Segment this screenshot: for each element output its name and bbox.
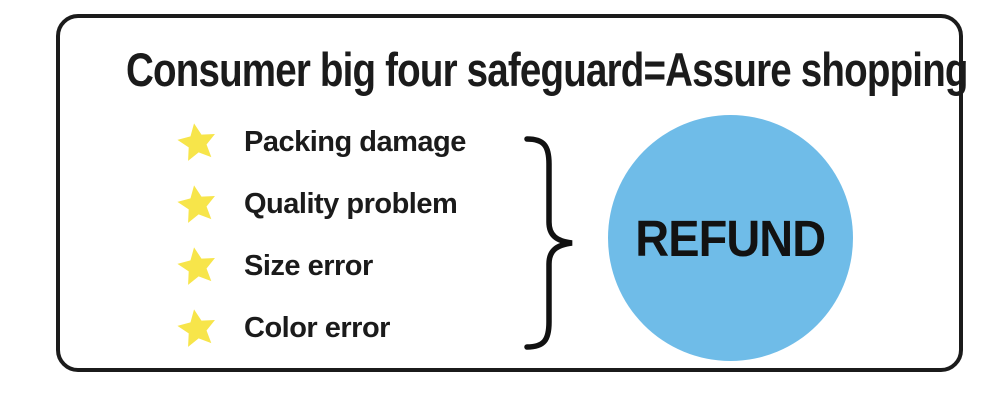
star-icon [176, 246, 218, 286]
benefit-label: Quality problem [244, 187, 458, 220]
benefit-list: Packing damage Quality problem Size erro… [176, 122, 536, 370]
curly-brace-icon [518, 134, 580, 352]
refund-badge: REFUND [608, 115, 853, 361]
list-item: Quality problem [176, 184, 536, 224]
benefit-label: Color error [244, 311, 390, 344]
page-title: Consumer big four safeguard=Assure shopp… [126, 43, 968, 96]
list-item: Size error [176, 246, 536, 286]
benefit-label: Size error [244, 249, 373, 282]
list-item: Packing damage [176, 122, 536, 162]
list-item: Color error [176, 308, 536, 348]
refund-label: REFUND [635, 209, 827, 267]
benefit-label: Packing damage [244, 125, 466, 158]
star-icon [176, 122, 218, 162]
star-icon [176, 308, 218, 348]
guarantee-card: Consumer big four safeguard=Assure shopp… [56, 14, 968, 372]
star-icon [176, 184, 218, 224]
